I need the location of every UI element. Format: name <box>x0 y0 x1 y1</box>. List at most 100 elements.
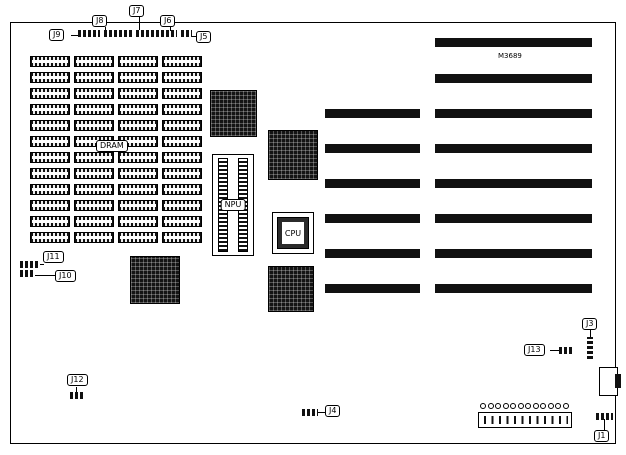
cpu-chip: CPU <box>272 212 314 254</box>
power-pin-circle <box>555 403 561 409</box>
leader-line-j12 <box>76 387 77 392</box>
dram-grid <box>30 56 202 246</box>
dram-chip <box>118 88 158 99</box>
dram-chip <box>118 232 158 243</box>
dram-chip <box>30 152 70 163</box>
dram-chip <box>74 104 114 115</box>
pin-header-j11 <box>20 261 40 268</box>
pin-header-j10 <box>20 270 35 277</box>
pin-header-j3 <box>587 337 593 359</box>
leader-line-j11 <box>40 264 44 265</box>
dram-chip <box>118 120 158 131</box>
isa-slot-short <box>325 249 420 258</box>
dram-chip <box>30 136 70 147</box>
power-connector <box>478 402 572 428</box>
pin-header-j4 <box>302 409 318 416</box>
dram-chip <box>30 200 70 211</box>
isa-slot-long <box>435 38 592 47</box>
leader-line-j9 <box>71 35 78 36</box>
npu-socket: NPU <box>212 154 254 256</box>
dram-chip <box>74 56 114 67</box>
connector-label-j8: J8 <box>92 15 108 27</box>
leader-line-j10 <box>35 275 55 276</box>
pin-header-j6 <box>166 30 177 37</box>
power-pin-circle <box>532 403 539 409</box>
npu-label: NPU <box>220 199 246 211</box>
connector-label-j7: J7 <box>129 5 145 17</box>
dram-chip <box>30 184 70 195</box>
dram-chip <box>74 72 114 83</box>
part-number-label: M3689 <box>498 52 522 60</box>
pga-chip <box>268 266 314 312</box>
dram-chip <box>74 184 114 195</box>
power-pin-circle <box>540 403 546 409</box>
dram-chip <box>74 232 114 243</box>
pin-header-j7 <box>136 30 149 37</box>
power-pin-circle <box>517 403 524 409</box>
dram-chip <box>162 88 202 99</box>
power-pin-circle <box>480 403 486 409</box>
pin-header-j9 <box>78 30 100 37</box>
dram-chip <box>30 88 70 99</box>
dram-chip <box>30 216 70 227</box>
connector-label-j12: J12 <box>67 374 88 386</box>
leader-line-j5 <box>191 36 197 37</box>
power-pin-circle <box>502 403 509 409</box>
dram-chip <box>74 200 114 211</box>
power-pin-circle <box>495 403 501 409</box>
dram-chip <box>162 56 202 67</box>
keyboard-connector-notch <box>615 374 621 388</box>
isa-slot-short <box>325 109 420 118</box>
pin-header-j8 <box>104 30 117 37</box>
dram-chip <box>30 168 70 179</box>
slot-area <box>325 38 592 294</box>
isa-slot-long <box>435 179 592 188</box>
board-outline <box>10 22 616 444</box>
dram-chip <box>30 56 70 67</box>
dram-chip <box>74 88 114 99</box>
dram-chip <box>162 184 202 195</box>
dram-chip <box>74 216 114 227</box>
power-pin-box <box>478 412 572 428</box>
dram-chip <box>118 184 158 195</box>
connector-label-j11: J11 <box>43 251 64 263</box>
connector-label-j6: J6 <box>160 15 176 27</box>
dram-chip <box>162 232 202 243</box>
dram-chip <box>162 200 202 211</box>
isa-slot-long <box>435 74 592 83</box>
pin-header <box>119 30 134 37</box>
connector-label-j1: J1 <box>594 430 610 442</box>
isa-slot-long <box>435 144 592 153</box>
isa-slot-short <box>325 144 420 153</box>
pin-header-j12 <box>70 392 84 399</box>
connector-label-j3: J3 <box>582 318 598 330</box>
connector-label-j5: J5 <box>196 31 212 43</box>
pin-header-j5 <box>181 30 192 37</box>
pga-chip <box>210 90 257 137</box>
dram-chip <box>118 168 158 179</box>
leader-line-j7 <box>139 17 140 30</box>
power-pin-circle <box>487 403 494 409</box>
leader-line-j3 <box>590 330 591 337</box>
pga-chip <box>130 256 180 304</box>
pin-header <box>151 30 164 37</box>
dram-chip <box>30 104 70 115</box>
isa-slot-short <box>325 179 420 188</box>
dram-chip <box>162 168 202 179</box>
dram-chip <box>162 120 202 131</box>
isa-slot-long <box>435 214 592 223</box>
isa-slot-short <box>325 284 420 293</box>
power-pin-circles <box>480 403 570 410</box>
dram-chip <box>30 120 70 131</box>
dram-chip <box>162 216 202 227</box>
isa-slot-long <box>435 109 592 118</box>
dram-chip <box>118 152 158 163</box>
power-pin-circle <box>562 403 569 409</box>
pga-chip <box>268 130 318 180</box>
dram-chip <box>162 152 202 163</box>
power-pin-circle <box>510 403 516 409</box>
dram-chip <box>162 136 202 147</box>
leader-line-j1 <box>604 419 605 430</box>
dram-chip <box>118 216 158 227</box>
